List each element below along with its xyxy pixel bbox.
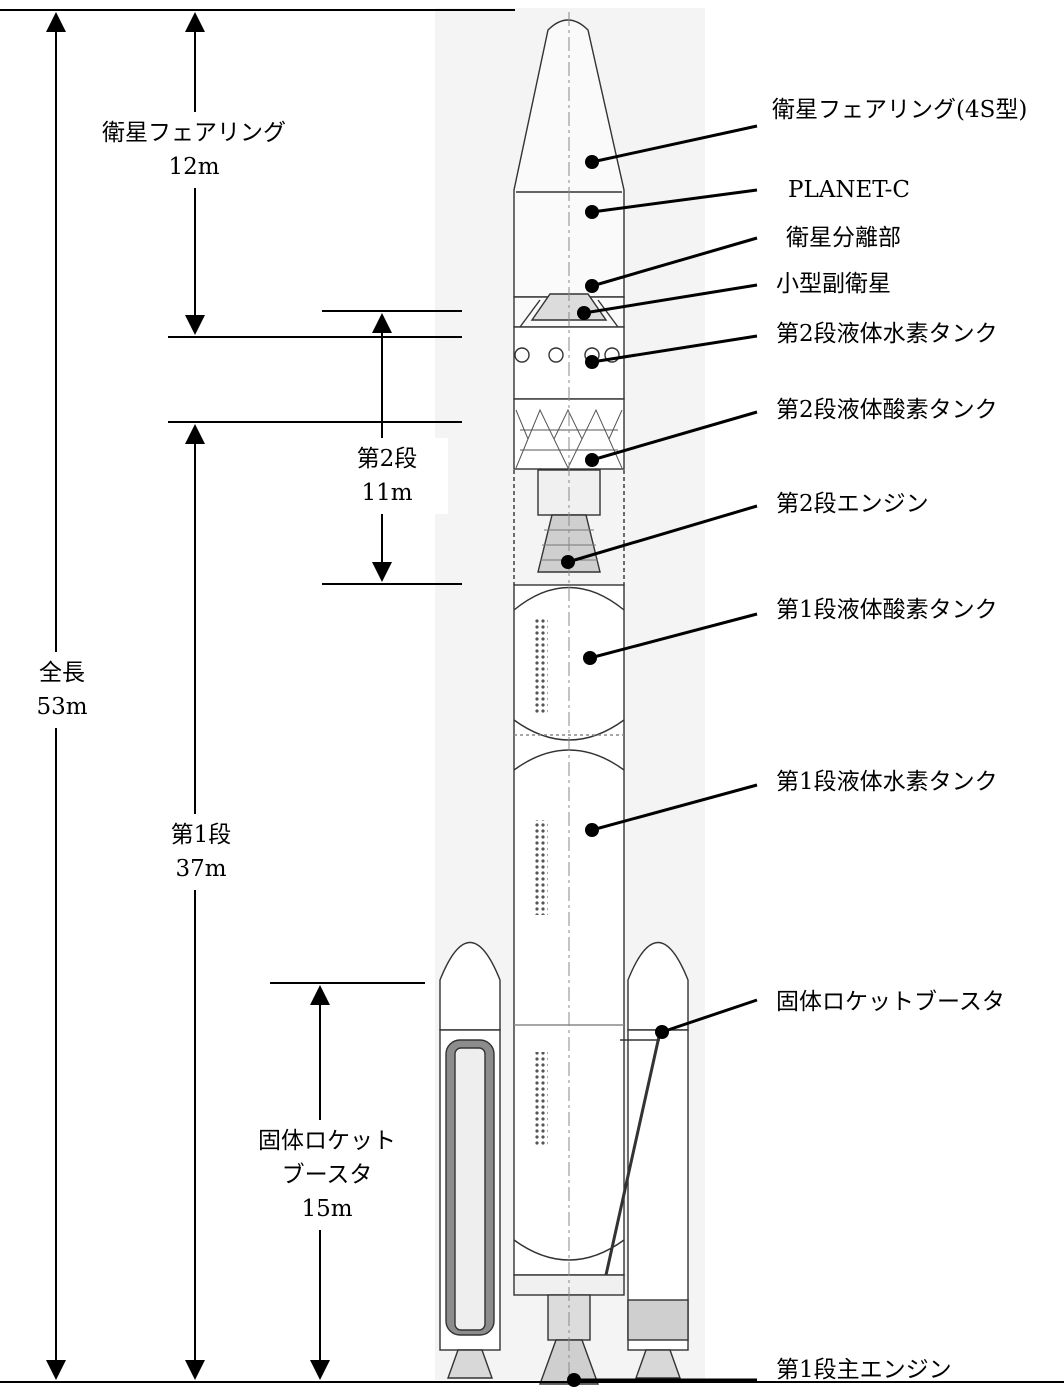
callout-dot-s2-lox — [585, 453, 599, 467]
dim-fairing-name: 衛星フェアリング — [102, 120, 286, 146]
callout-dot-small-sat — [577, 306, 591, 320]
dim-stage2-value: 11m — [361, 480, 413, 506]
callout-s2-lox: 第2段液体酸素タンク — [776, 397, 998, 423]
dim-fairing: 衛星フェアリング 12m — [88, 112, 300, 188]
callout-leaders — [561, 124, 758, 1387]
callout-dot-s2-engine — [561, 555, 575, 569]
callout-srb: 固体ロケットブースタ — [776, 989, 1005, 1015]
dim-fairing-value: 12m — [168, 154, 220, 180]
callout-s1-lh2: 第1段液体水素タンク — [776, 769, 998, 795]
callout-separation: 衛星分離部 — [786, 225, 901, 251]
dim-booster-name-line2: ブースタ — [281, 1162, 373, 1188]
dim-overall-name: 全長 — [39, 660, 85, 686]
dim-stage1: 第1段 37m — [140, 814, 262, 890]
callout-s2-engine: 第2段エンジン — [776, 491, 929, 517]
callout-dot-fairing-4s — [585, 155, 599, 169]
callout-dot-s1-engine — [567, 1373, 581, 1387]
dim-booster-value: 15m — [301, 1196, 353, 1222]
fairing-shape — [513, 19, 625, 298]
callout-small-sat: 小型副衛星 — [776, 271, 891, 297]
callout-s1-engine: 第1段主エンジン — [776, 1357, 952, 1383]
callout-dot-s2-lh2 — [585, 355, 599, 369]
dim-booster: 固体ロケット ブースタ 15m — [246, 1120, 408, 1230]
callout-fairing-4s: 衛星フェアリング(4S型) — [772, 97, 1028, 123]
dim-stage2: 第2段 11m — [326, 438, 448, 514]
callout-dot-planet-c — [585, 205, 599, 219]
callout-dot-s1-lh2 — [585, 823, 599, 837]
callout-s1-lox: 第1段液体酸素タンク — [776, 597, 998, 623]
dim-stage2-name: 第2段 — [356, 446, 418, 472]
callout-planet-c: PLANET-C — [788, 177, 911, 203]
callout-dot-srb — [655, 1025, 669, 1039]
dim-stage1-value: 37m — [175, 856, 227, 882]
callout-dot-separation — [585, 279, 599, 293]
dim-overall-value: 53m — [36, 694, 88, 720]
right-booster — [604, 941, 689, 1379]
callout-s2-lh2: 第2段液体水素タンク — [776, 321, 998, 347]
dim-overall: 全長 53m — [14, 652, 110, 728]
dim-stage1-name: 第1段 — [170, 822, 232, 848]
left-booster — [439, 941, 501, 1379]
callout-dot-s1-lox — [583, 651, 597, 665]
dim-booster-name-line1: 固体ロケット — [258, 1128, 396, 1154]
